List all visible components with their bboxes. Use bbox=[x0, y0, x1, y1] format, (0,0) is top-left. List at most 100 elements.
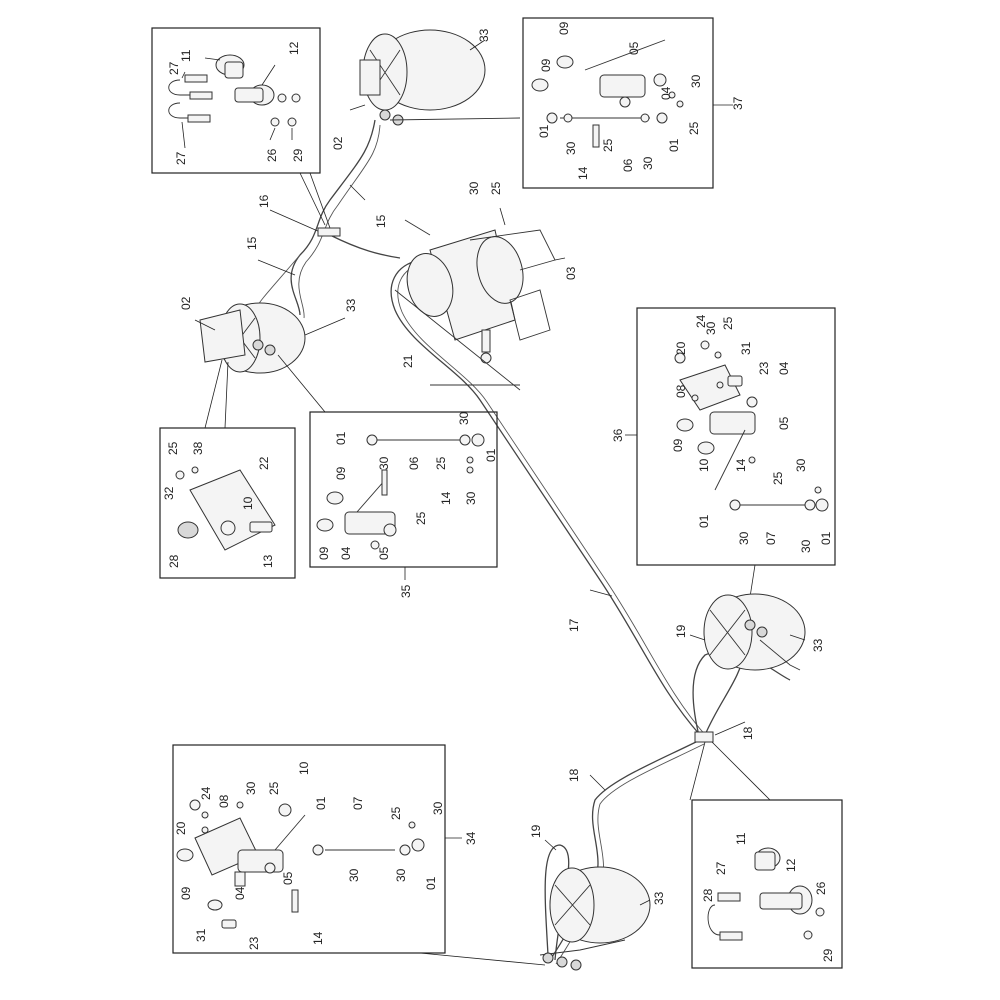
center-air-tank: 30 25 03 21 bbox=[394, 181, 578, 391]
label-rb-09: 09 bbox=[671, 438, 685, 452]
label-bl-01b: 01 bbox=[424, 876, 438, 890]
label-mb-30b: 30 bbox=[457, 411, 471, 425]
label-rb-30a: 30 bbox=[704, 321, 718, 335]
label-mb-05: 05 bbox=[377, 546, 391, 560]
label-rb-07: 07 bbox=[764, 531, 778, 545]
label-mb-30a: 30 bbox=[377, 456, 391, 470]
label-rb-14: 14 bbox=[734, 458, 748, 472]
label-tr-09: 09 bbox=[557, 21, 571, 35]
label-mb-01b: 01 bbox=[484, 448, 498, 462]
label-rb-25a: 25 bbox=[721, 316, 735, 330]
detail-box-bottom-left: 10 24 30 25 01 07 25 30 20 08 09 05 04 3… bbox=[172, 744, 546, 966]
label-rt-33: 33 bbox=[811, 638, 825, 652]
label-rb-10: 10 bbox=[697, 458, 711, 472]
label-tl-11: 11 bbox=[179, 49, 193, 62]
label-bl-04: 04 bbox=[233, 886, 247, 900]
label-center-25: 25 bbox=[489, 181, 503, 195]
label-tr-05: 05 bbox=[627, 41, 641, 55]
label-bl-30b: 30 bbox=[431, 801, 445, 815]
label-br-11: 11 bbox=[734, 832, 748, 845]
label-bl-09: 09 bbox=[179, 886, 193, 900]
label-mb-06: 06 bbox=[407, 456, 421, 470]
label-lb-13: 13 bbox=[261, 554, 275, 568]
label-rb-31: 31 bbox=[739, 341, 753, 355]
detail-box-right: 24 30 25 20 31 23 04 08 05 09 10 14 30 2… bbox=[611, 307, 836, 611]
label-top-tank-33: 33 bbox=[477, 28, 491, 42]
label-rb-24: 24 bbox=[694, 314, 708, 328]
label-tl-29: 29 bbox=[291, 148, 305, 162]
label-top-tank-02: 02 bbox=[331, 136, 345, 150]
label-rt-18: 18 bbox=[741, 726, 755, 740]
label-bl-20: 20 bbox=[174, 821, 188, 835]
label-mb-09a: 09 bbox=[334, 466, 348, 480]
label-lb-22: 22 bbox=[257, 456, 271, 470]
label-bl-30a: 30 bbox=[244, 781, 258, 795]
label-bl-14: 14 bbox=[311, 931, 325, 945]
label-bl-31: 31 bbox=[194, 928, 208, 942]
label-tl-26: 26 bbox=[265, 148, 279, 162]
label-br-26: 26 bbox=[814, 881, 828, 895]
label-rb-08: 08 bbox=[674, 384, 688, 398]
label-left-tank-33: 33 bbox=[344, 298, 358, 312]
label-hose-15b: 15 bbox=[245, 236, 259, 250]
top-air-tank: 33 02 bbox=[331, 28, 521, 150]
label-br-28: 28 bbox=[701, 888, 715, 902]
main-hoses bbox=[254, 119, 791, 965]
label-hose-16: 16 bbox=[257, 194, 271, 208]
detail-box-top-right: 09 05 09 30 04 01 30 25 06 14 30 01 25 3… bbox=[522, 17, 745, 189]
left-air-tank: 02 33 bbox=[179, 296, 358, 429]
label-mb-04: 04 bbox=[339, 546, 353, 560]
label-rb-01b: 01 bbox=[819, 531, 833, 545]
bottom-air-tank: 18 19 33 bbox=[529, 768, 666, 971]
label-lb-32: 32 bbox=[162, 486, 176, 500]
label-rb-30c: 30 bbox=[737, 531, 751, 545]
label-mb-25a: 25 bbox=[434, 456, 448, 470]
label-rb-20: 20 bbox=[674, 341, 688, 355]
label-rb-05: 05 bbox=[777, 416, 791, 430]
label-bl-07: 07 bbox=[351, 796, 365, 810]
label-bl-08: 08 bbox=[217, 794, 231, 808]
label-bl-10: 10 bbox=[297, 761, 311, 775]
label-rb-04: 04 bbox=[777, 361, 791, 375]
label-tr-30c: 30 bbox=[641, 156, 655, 170]
label-center-30: 30 bbox=[467, 181, 481, 195]
label-tr-14: 14 bbox=[576, 166, 590, 180]
label-lb-10: 10 bbox=[241, 496, 255, 510]
label-tr-06: 06 bbox=[621, 158, 635, 172]
label-tr-25a: 25 bbox=[601, 138, 615, 152]
label-rt-17: 17 bbox=[567, 618, 581, 632]
label-tr-09b: 09 bbox=[539, 58, 553, 72]
label-tl-27b: 27 bbox=[174, 151, 188, 165]
label-mb-01a: 01 bbox=[334, 431, 348, 445]
label-lb-38: 38 bbox=[191, 441, 205, 455]
label-bl-01a: 01 bbox=[314, 796, 328, 810]
label-mb-30c: 30 bbox=[464, 491, 478, 505]
label-hose-15a: 15 bbox=[374, 214, 388, 228]
label-bl-25a: 25 bbox=[267, 781, 281, 795]
label-bl-34: 34 bbox=[464, 831, 478, 845]
label-bl-30c: 30 bbox=[347, 868, 361, 882]
label-rb-30b: 30 bbox=[794, 458, 808, 472]
label-mb-25b: 25 bbox=[414, 511, 428, 525]
right-air-tank: 17 19 33 18 bbox=[567, 589, 825, 801]
label-tr-37: 37 bbox=[731, 96, 745, 110]
label-tr-30a: 30 bbox=[689, 74, 703, 88]
label-bl-05: 05 bbox=[281, 871, 295, 885]
label-bl-30d: 30 bbox=[394, 868, 408, 882]
label-rb-36: 36 bbox=[611, 428, 625, 442]
label-left-tank-02: 02 bbox=[179, 296, 193, 310]
label-tr-01b: 01 bbox=[667, 138, 681, 152]
label-rb-01a: 01 bbox=[697, 514, 711, 528]
hose-labels-top: 15 16 15 bbox=[245, 184, 388, 276]
detail-box-top-left: 11 12 27 27 26 29 bbox=[151, 27, 331, 229]
label-br-12: 12 bbox=[784, 858, 798, 872]
label-bt-18: 18 bbox=[567, 768, 581, 782]
label-rb-30d: 30 bbox=[799, 539, 813, 553]
label-mb-09b: 09 bbox=[317, 546, 331, 560]
label-tr-01a: 01 bbox=[537, 124, 551, 138]
label-br-27: 27 bbox=[714, 861, 728, 875]
detail-box-left-plate: 25 38 22 32 10 28 13 bbox=[159, 427, 296, 579]
label-tr-04: 04 bbox=[659, 86, 673, 100]
label-bl-25b: 25 bbox=[389, 806, 403, 820]
